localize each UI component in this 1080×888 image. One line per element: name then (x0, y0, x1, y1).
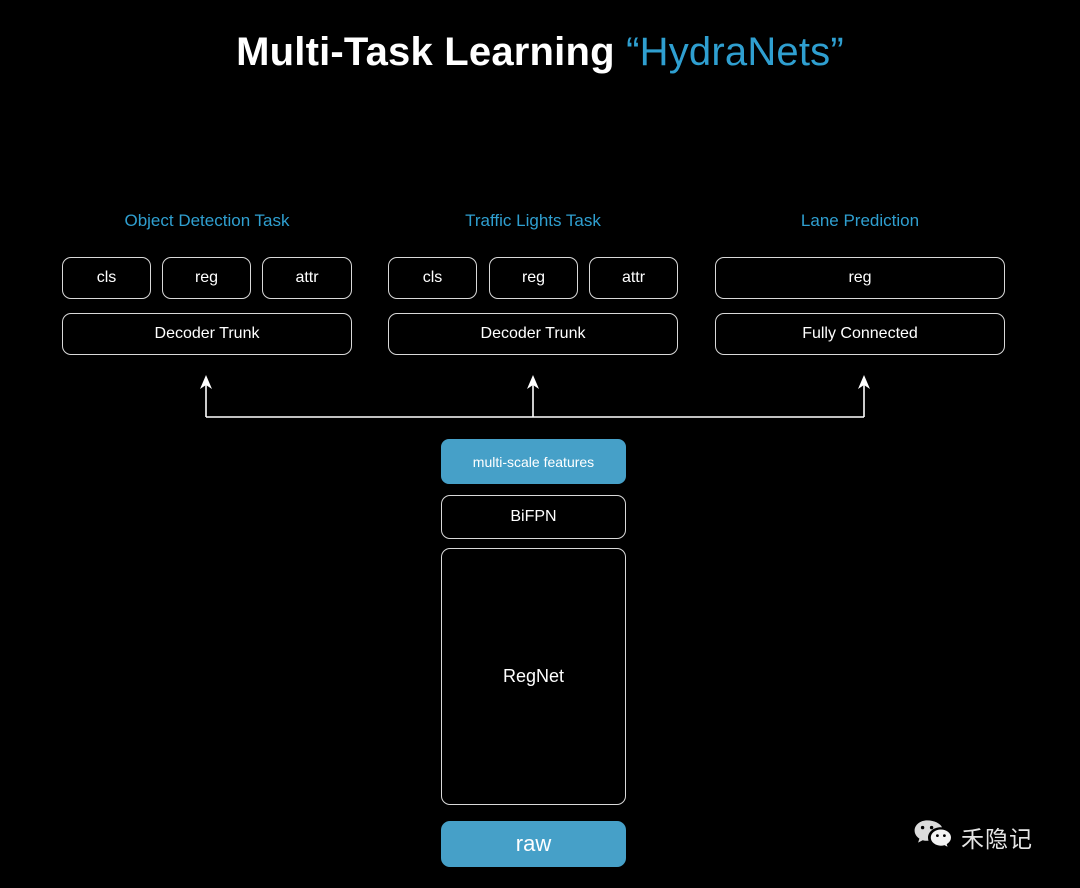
node-regnet[interactable]: RegNet (441, 548, 626, 805)
node-traffic-lights-cls[interactable]: cls (388, 257, 477, 299)
wechat-icon (913, 818, 953, 855)
watermark: 禾隐记 (913, 818, 1033, 855)
node-traffic-lights-reg[interactable]: reg (489, 257, 578, 299)
node-lane-prediction-reg[interactable]: reg (715, 257, 1005, 299)
node-bifpn[interactable]: BiFPN (441, 495, 626, 539)
page-title: Multi-Task Learning “HydraNets” (0, 30, 1080, 75)
page-title-main: Multi-Task Learning (236, 30, 615, 74)
task-label-lane-prediction: Lane Prediction (800, 211, 920, 230)
node-multi-scale-features[interactable]: multi-scale features (441, 439, 626, 484)
task-label-traffic-lights: Traffic Lights Task (465, 211, 601, 230)
node-object-detection-trunk[interactable]: Decoder Trunk (62, 313, 352, 355)
node-traffic-lights-attr[interactable]: attr (589, 257, 678, 299)
node-object-detection-reg[interactable]: reg (162, 257, 251, 299)
page-title-accent: “HydraNets” (626, 30, 844, 74)
node-object-detection-attr[interactable]: attr (262, 257, 352, 299)
task-label-object-detection: Object Detection Task (124, 211, 290, 230)
node-object-detection-cls[interactable]: cls (62, 257, 151, 299)
node-lane-prediction-fully-connected[interactable]: Fully Connected (715, 313, 1005, 355)
node-raw-input[interactable]: raw (441, 821, 626, 867)
node-traffic-lights-trunk[interactable]: Decoder Trunk (388, 313, 678, 355)
watermark-text: 禾隐记 (961, 825, 1033, 852)
